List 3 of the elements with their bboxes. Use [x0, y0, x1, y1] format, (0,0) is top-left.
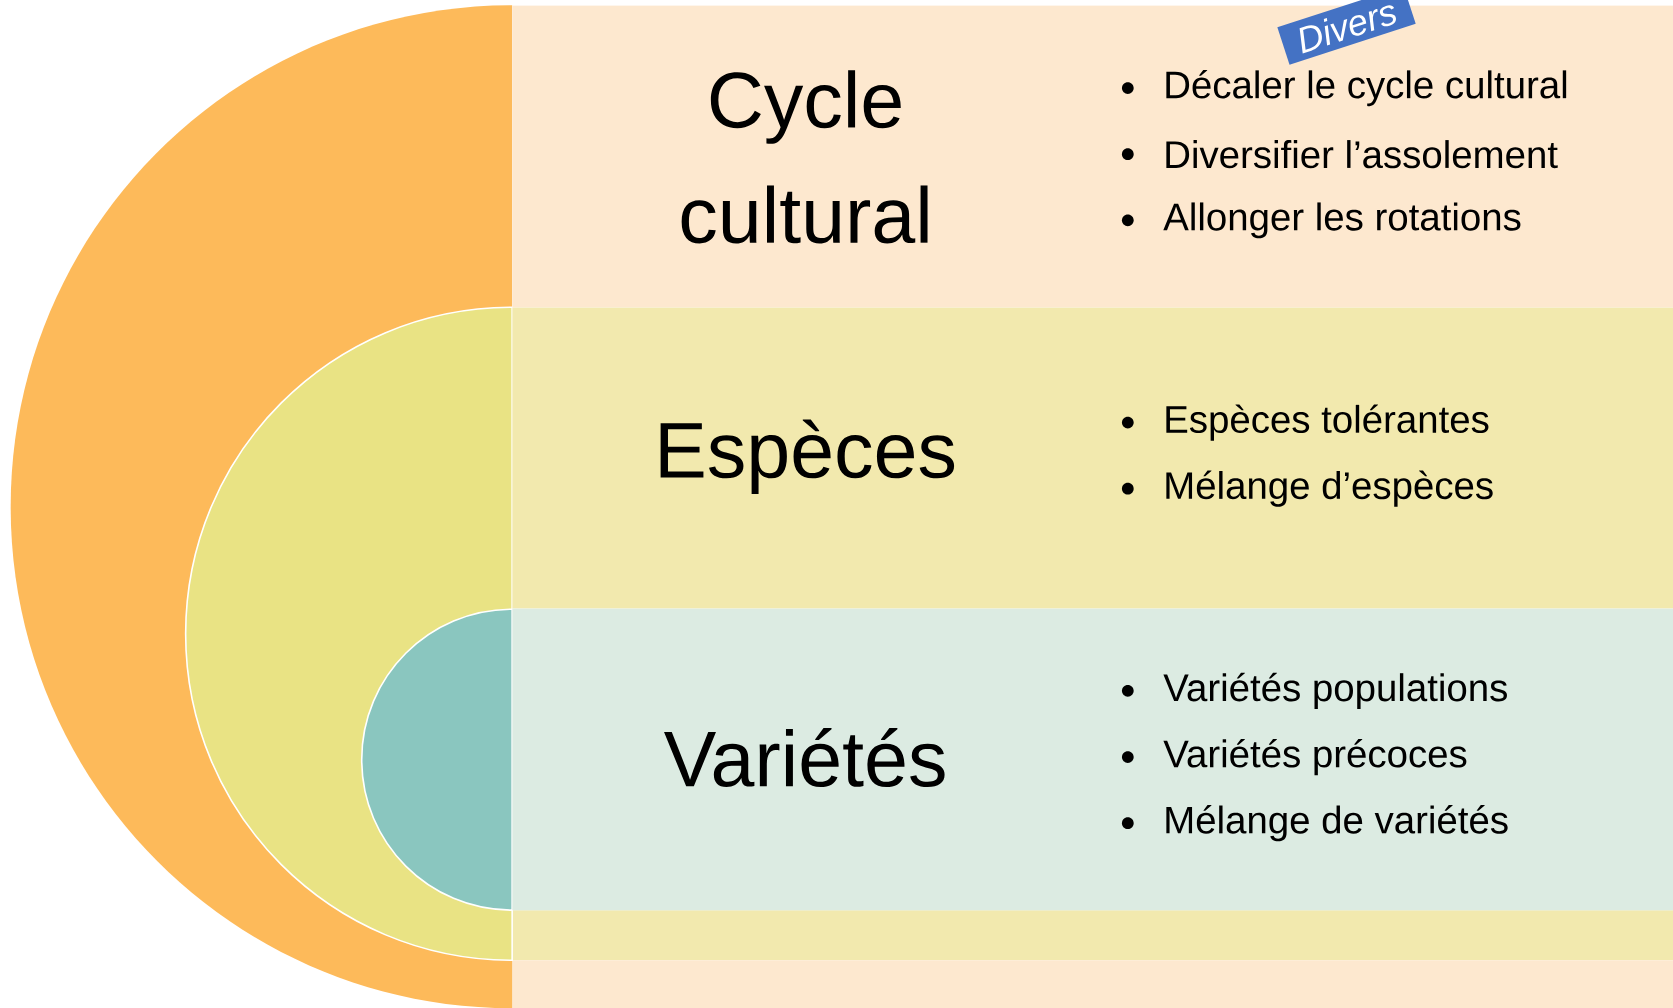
band: Espèces Espèces tolérantes Mélange d’espèces: [512, 307, 1673, 609]
band: Variétés Variétés populations Variétés précoces Mélange de variétés: [512, 608, 1673, 911]
tag-label: Divers: [1277, 0, 1416, 65]
